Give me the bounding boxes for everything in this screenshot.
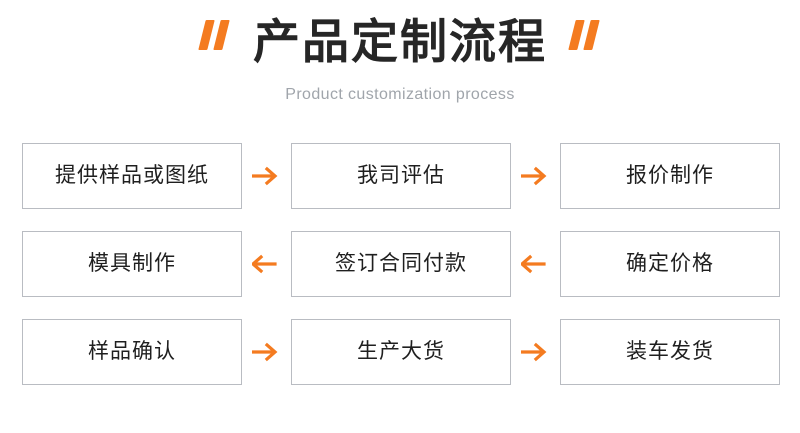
flow-step-box[interactable]: 我司评估 [291,143,511,209]
flow-step-label: 签订合同付款 [335,252,467,275]
arrow-right-icon [251,166,277,186]
arrow-right-icon [520,166,546,186]
flow-step-label: 报价制作 [626,164,714,187]
page-subtitle: Product customization process [285,86,515,103]
connector-arrow-right [511,319,560,385]
flow-row-2: 模具制作 签订合同付款 确定价格 [22,231,780,297]
flow-step-label: 样品确认 [88,340,176,363]
flow-row-1: 提供样品或图纸 我司评估 报价制作 [22,143,780,209]
flow-step-label: 我司评估 [357,164,445,187]
flow-step-box[interactable]: 样品确认 [22,319,242,385]
flow-step-box[interactable]: 装车发货 [560,319,780,385]
connector-arrow-right [242,143,291,209]
flow-step-box[interactable]: 签订合同付款 [291,231,511,297]
arrow-left-icon [520,254,546,274]
arrow-right-icon [251,342,277,362]
page-title: 产品定制流程 [253,15,547,68]
connector-arrow-right [511,143,560,209]
connector-arrow-left [511,231,560,297]
flow-step-box[interactable]: 模具制作 [22,231,242,297]
header: 产品定制流程 Product customization process [0,0,800,128]
title-row: 产品定制流程 [0,14,800,76]
flow-step-label: 确定价格 [626,252,714,275]
arrow-right-icon [520,342,546,362]
process-flow: 提供样品或图纸 我司评估 报价制作 模具制作 [22,143,780,385]
quote-mark-icon-left [193,20,237,54]
flow-step-label: 提供样品或图纸 [55,164,209,187]
connector-arrow-right [242,319,291,385]
quote-mark-icon-right [563,20,607,54]
arrow-left-icon [251,254,277,274]
flow-step-label: 模具制作 [88,252,176,275]
flow-step-box[interactable]: 确定价格 [560,231,780,297]
flow-step-box[interactable]: 生产大货 [291,319,511,385]
connector-arrow-left [242,231,291,297]
flow-step-label: 装车发货 [626,340,714,363]
flow-step-box[interactable]: 提供样品或图纸 [22,143,242,209]
flow-row-3: 样品确认 生产大货 装车发货 [22,319,780,385]
flow-step-label: 生产大货 [357,340,445,363]
flow-step-box[interactable]: 报价制作 [560,143,780,209]
